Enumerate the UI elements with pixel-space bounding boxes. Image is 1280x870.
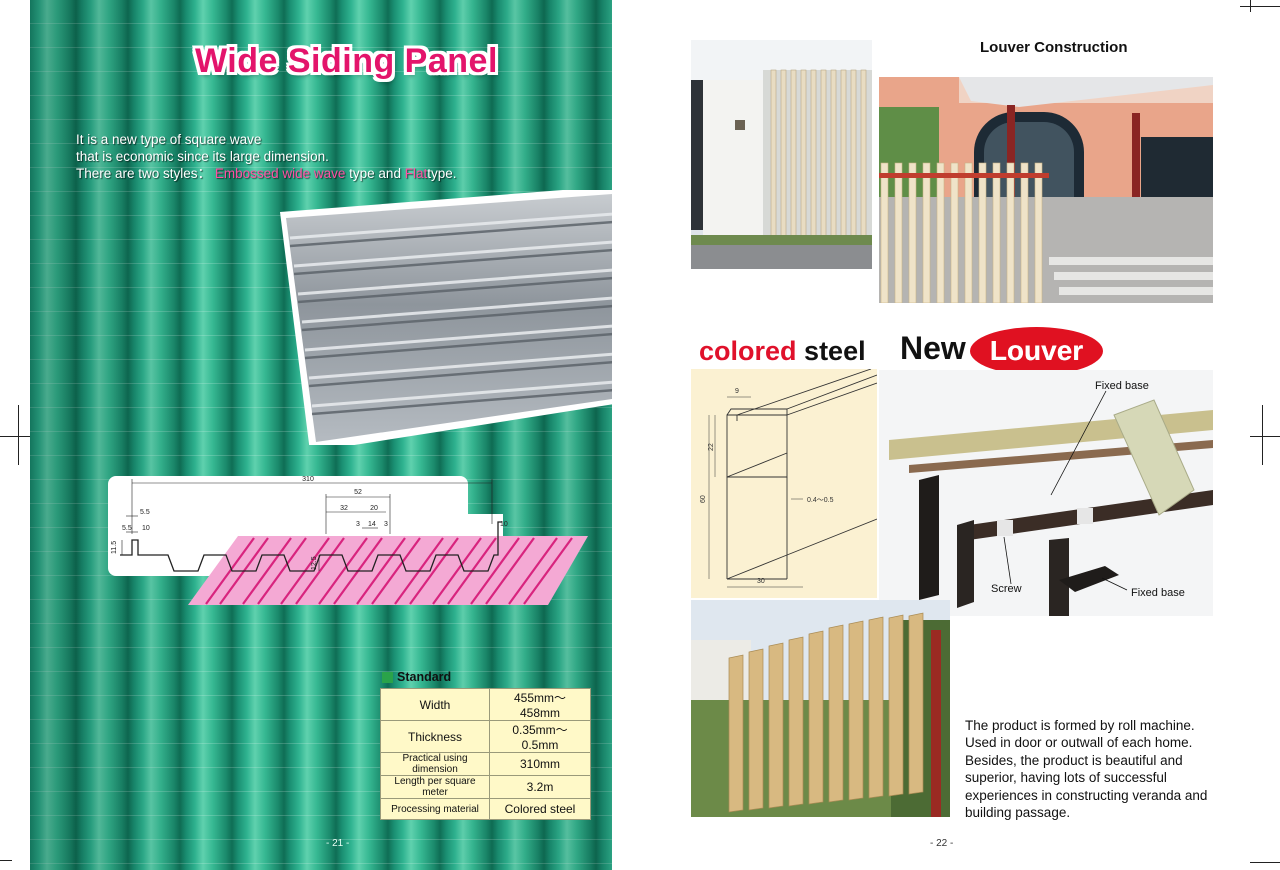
colored-word: colored: [699, 336, 797, 366]
page-number-left: - 21 -: [326, 838, 350, 849]
parts-photo: [879, 370, 1213, 616]
dim-5-5-b: 5.5: [122, 525, 132, 532]
standard-marker-icon: [382, 671, 393, 683]
style-embossed: Embossed wide wave: [214, 166, 346, 181]
louver-construction-heading: Louver Construction: [980, 39, 1128, 56]
spec-key: Length per square meter: [380, 775, 490, 799]
standard-heading: Standard: [382, 670, 451, 684]
intro-text: It is a new type of square wave that is …: [76, 131, 457, 182]
fixed-base-bottom-label: Fixed base: [1131, 587, 1185, 599]
dim-60: 60: [700, 495, 707, 503]
page-number-right: - 22 -: [930, 838, 954, 849]
dim-overall: 310: [302, 476, 314, 483]
dim-3-b: 3: [384, 521, 388, 528]
dim-20: 20: [370, 505, 378, 512]
dim-12-5: 12.5: [311, 556, 318, 570]
section-drawing: 9 22 60 0.4～0.5 30: [691, 369, 877, 598]
spec-value: 3.2m: [489, 775, 591, 799]
crop-mark: [1250, 862, 1280, 863]
dim-32: 32: [340, 505, 348, 512]
left-page: Wide Siding Panel It is a new type of sq…: [30, 0, 612, 870]
spec-value: 455mm～458mm: [489, 688, 591, 721]
spec-key: Thickness: [380, 720, 490, 753]
dim-11-5: 11.5: [111, 541, 118, 554]
standard-label: Standard: [397, 670, 452, 684]
fence-photo: [691, 600, 950, 817]
louver-word: Louver: [989, 335, 1084, 366]
crop-mark: [1250, 436, 1280, 437]
screw-label: Screw: [991, 583, 1022, 595]
panel-photo: [280, 190, 612, 445]
dim-52: 52: [354, 489, 362, 496]
crop-mark: [1240, 6, 1280, 7]
spec-value: Colored steel: [489, 798, 591, 820]
crop-mark: [0, 860, 12, 861]
gate-photo: [691, 40, 872, 269]
table-row: Width 455mm～458mm: [380, 688, 591, 721]
product-description: The product is formed by roll machine. U…: [965, 718, 1208, 821]
crop-mark: [18, 405, 19, 465]
steel-word: steel: [804, 336, 866, 366]
dim-10-a: 10: [142, 525, 150, 532]
dim-5-5-a: 5.5: [140, 509, 150, 516]
table-row: Practical using dimension 310mm: [380, 752, 591, 776]
intro-line-3-prefix: There are two styles：: [76, 166, 212, 181]
building-photo: [879, 77, 1213, 303]
intro-line-3-mid: type and: [349, 166, 401, 181]
table-row: Length per square meter 3.2m: [380, 775, 591, 799]
table-row: Thickness 0.35mm～0.5mm: [380, 720, 591, 753]
style-flat: Flat: [404, 166, 428, 181]
crop-mark: [0, 436, 30, 437]
dim-14: 14: [368, 521, 376, 528]
fixed-base-top-label: Fixed base: [1095, 380, 1149, 392]
profile-drawing: 310 52 32 20 5.5 5.5 10 3 14 3 10 11.5 1…: [108, 476, 588, 605]
spec-key: Processing material: [380, 798, 490, 820]
dim-3-a: 3: [356, 521, 360, 528]
table-row: Processing material Colored steel: [380, 798, 591, 820]
intro-line-2: that is economic since its large dimensi…: [76, 149, 329, 164]
dim-30: 30: [757, 578, 765, 585]
spec-key: Width: [380, 688, 490, 721]
spec-key: Practical using dimension: [380, 752, 490, 776]
intro-line-3: There are two styles： Embossed wide wave…: [76, 165, 457, 182]
intro-line-1: It is a new type of square wave: [76, 132, 262, 147]
dim-22: 22: [708, 443, 715, 451]
dim-thickness: 0.4～0.5: [807, 497, 834, 504]
page-title: Wide Siding Panel: [195, 42, 498, 80]
new-word: New: [900, 330, 966, 366]
parts-photo-wrapper: Fixed base Screw Fixed base: [879, 370, 1213, 616]
spec-table: Width 455mm～458mm Thickness 0.35mm～0.5mm…: [380, 688, 591, 820]
dim-9: 9: [735, 388, 739, 395]
louver-badge: Louver: [970, 327, 1103, 375]
colored-steel-heading: colored steel: [699, 336, 866, 367]
spec-value: 310mm: [489, 752, 591, 776]
dim-10-b: 10: [500, 521, 508, 528]
crop-mark: [1262, 405, 1263, 465]
spec-value: 0.35mm～0.5mm: [489, 720, 591, 753]
intro-line-3-suffix: type.: [427, 166, 457, 181]
